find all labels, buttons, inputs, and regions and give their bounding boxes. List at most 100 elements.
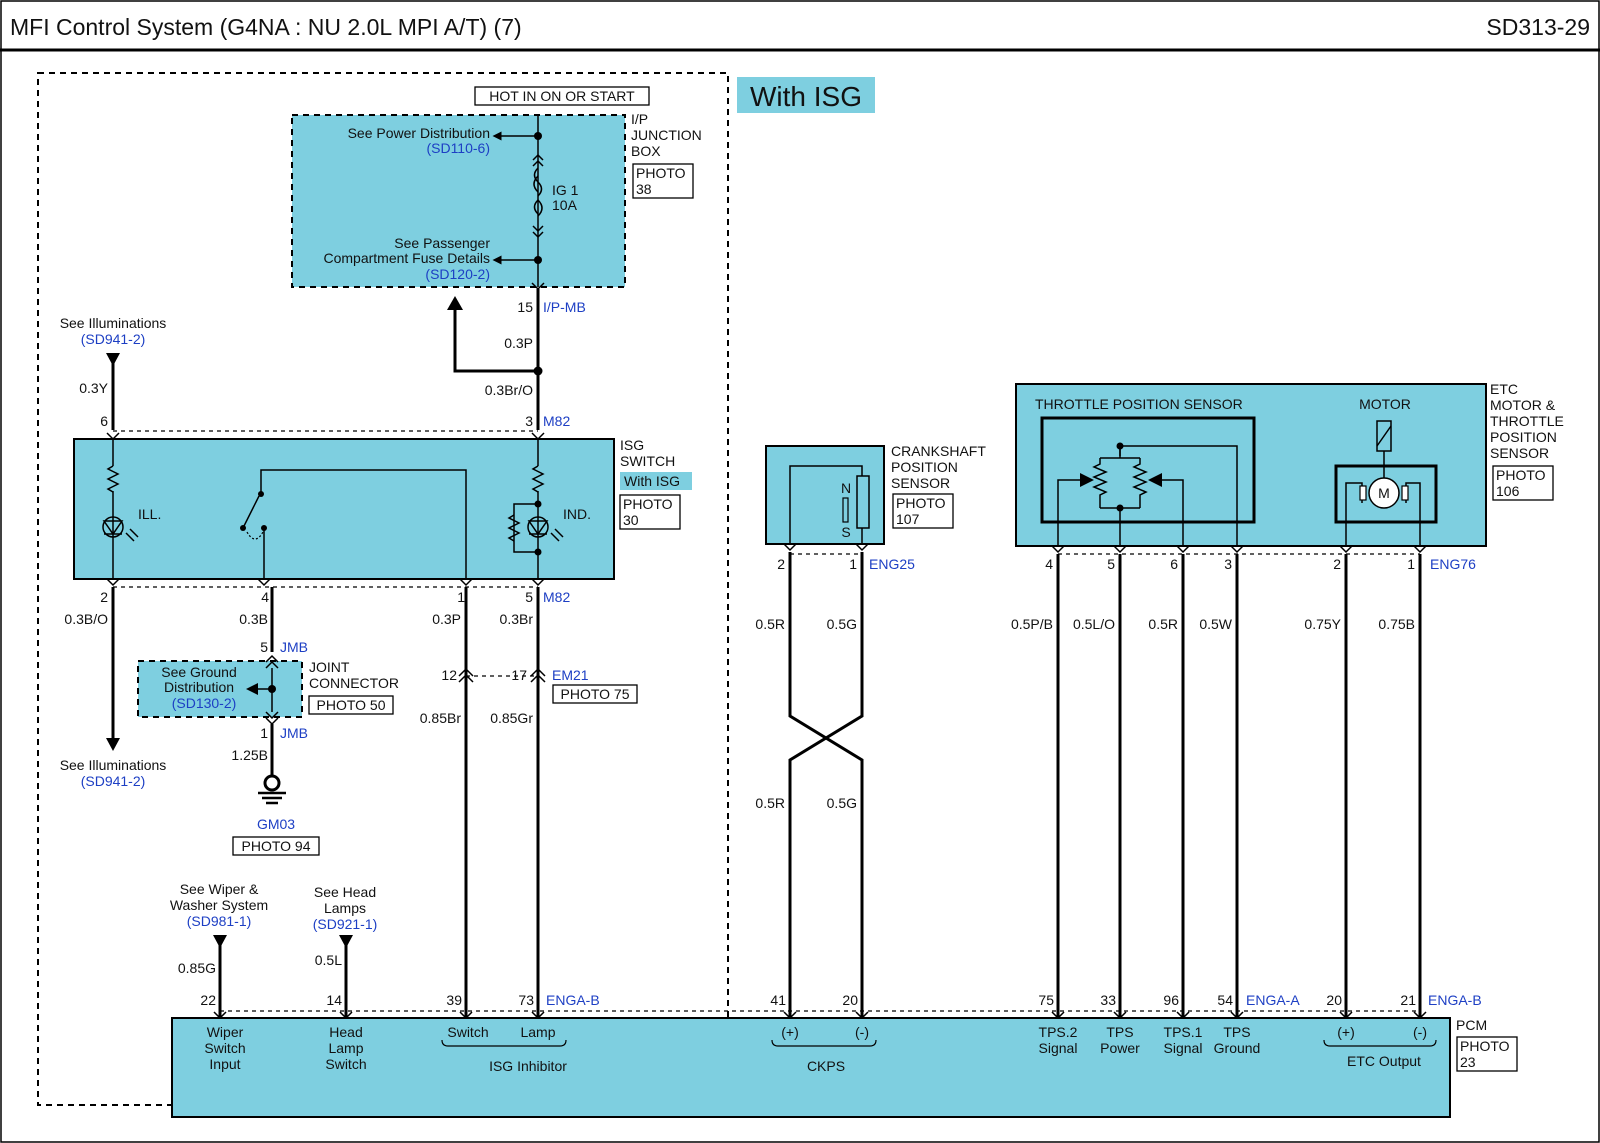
ground-photo: PHOTO 94 [242,838,311,854]
junction-box-name-3: BOX [631,143,661,159]
wiper-arrow [213,935,227,948]
wire-label-0-5l-o: 0.5L/O [1073,616,1115,632]
pcm-tps2-1: TPS.2 [1039,1024,1078,1040]
ckps-photo-box [892,493,954,529]
pcm-tps2-2: Signal [1039,1040,1078,1056]
illum-top-ref: (SD941-2) [81,331,146,347]
ckps-magnet-icon [842,497,849,523]
pcm-etc-minus: (-) [1413,1024,1427,1040]
wire-label-1-25b: 1.25B [231,747,268,763]
tps-resistor-2-icon [1132,458,1148,508]
ind-resistor [531,465,545,493]
etc-name-2: MOTOR & [1490,397,1556,413]
tps-box [1040,416,1256,524]
ckps-photo-2: 107 [896,511,920,527]
wire-label-ckps-g-bottom: 0.5G [827,795,857,811]
ckps-terminals [783,543,869,552]
fuse-rating: 10A [552,197,578,213]
pcm-pin-21: 21 [1400,992,1416,1008]
isg-bottom-pin-4: 4 [261,589,269,605]
tps-wiper-1-arrow [1080,473,1094,487]
isg-photo-1: PHOTO [623,496,673,512]
motor-box [1334,464,1438,524]
pcm-ckps-minus: (-) [855,1024,869,1040]
isg-pin-3: 3 [525,413,533,429]
tps-label: THROTTLE POSITION SENSOR [1035,396,1243,412]
headlamp-text-1: See Head [314,884,376,900]
pcm-wiper-2: Switch [204,1040,245,1056]
ind-node-bottom [534,548,542,556]
ill-diode [102,520,124,536]
pcm-pin-73: 73 [518,992,534,1008]
pcm-photo-2: 23 [1460,1054,1476,1070]
fuse-ref: (SD120-2) [425,266,490,282]
pcm-photo-box [1456,1036,1518,1072]
pcm-etc-brace [1323,1039,1437,1047]
pcm-isg-lamp: Lamp [520,1024,555,1040]
power-node [534,132,542,140]
isg-photo-2: 30 [623,512,639,528]
tps-wiper-1-wire [1057,479,1082,546]
pcm-ckps-group: CKPS [807,1058,845,1074]
illum-top-text: See Illuminations [60,315,167,331]
etc-pin-5: 5 [1107,556,1115,572]
motor-label: MOTOR [1359,396,1411,412]
jc-ground-text-2: Distribution [164,679,234,695]
wire-label-0-85g: 0.85G [178,960,216,976]
isg-switch-box [73,438,615,580]
junction-box-photo-1: PHOTO [636,165,686,181]
switch-contact [261,525,267,531]
em21-terminals [458,667,546,683]
motor-icon [1368,477,1400,509]
wire-label-0-75b: 0.75B [1378,616,1415,632]
pcm-tps-ground-2: Ground [1214,1040,1261,1056]
jc-name-2: CONNECTOR [309,675,399,691]
wire-label-0-3br-o: 0.3Br/O [485,382,533,398]
wire-label-0-5p-b: 0.5P/B [1011,616,1053,632]
isg-option-region [37,72,729,1106]
wire-label-0-5w: 0.5W [1199,616,1232,632]
fuse-bottom-terminal [532,225,544,239]
ckps-inner-wire-left [789,465,863,544]
pcm-wiper-1: Wiper [207,1024,244,1040]
ground-icon [263,774,281,792]
pcm-pin-96: 96 [1163,992,1179,1008]
motor-symbol: M [1378,485,1390,501]
pcm-pin-14: 14 [326,992,342,1008]
jc-pin-5: 5 [260,639,268,655]
pcm-isg-switch: Switch [447,1024,488,1040]
junction-box-photo-box [632,163,694,199]
fuse-ref-node [534,256,542,264]
branch-arrow-up [447,296,463,310]
ind-shunt-resistor [507,514,521,542]
pcm-isg-brace [441,1039,567,1047]
etc-connector: ENG76 [1430,556,1476,572]
illum-top-arrow [106,353,120,366]
wire-label-0-5r: 0.5R [1148,616,1178,632]
ckps-pin-1: 1 [849,556,857,572]
tps-wiper-2-arrow [1148,473,1162,487]
joint-connector-outline [137,660,303,718]
ind-node-top [534,500,542,508]
ckps-pole-n: N [841,480,851,496]
jc-ground-text-1: See Ground [161,664,237,680]
tps-node-bottom [1116,504,1124,512]
junction-box-outline [291,114,626,288]
isg-top-connector: M82 [543,413,570,429]
jc-name-1: JOINT [309,659,350,675]
wire-label-0-85br: 0.85Br [420,710,462,726]
pcm-pin-20-etc: 20 [1326,992,1342,1008]
junction-box-name-2: JUNCTION [631,127,702,143]
etc-name-5: SENSOR [1490,445,1549,461]
etc-photo-2: 106 [1496,483,1520,499]
power-ref-text: See Power Distribution [348,125,490,141]
jc-connector-bottom: JMB [280,725,308,741]
pcm-isg-group: ISG Inhibitor [489,1058,567,1074]
jc-top-terminal [265,654,279,669]
pcm-tps1-2: Signal [1164,1040,1203,1056]
junction-box [292,115,625,287]
pcm-pin-75: 75 [1038,992,1054,1008]
ckps-coil-icon [856,475,870,529]
junction-box-name-1: I/P [631,111,648,127]
